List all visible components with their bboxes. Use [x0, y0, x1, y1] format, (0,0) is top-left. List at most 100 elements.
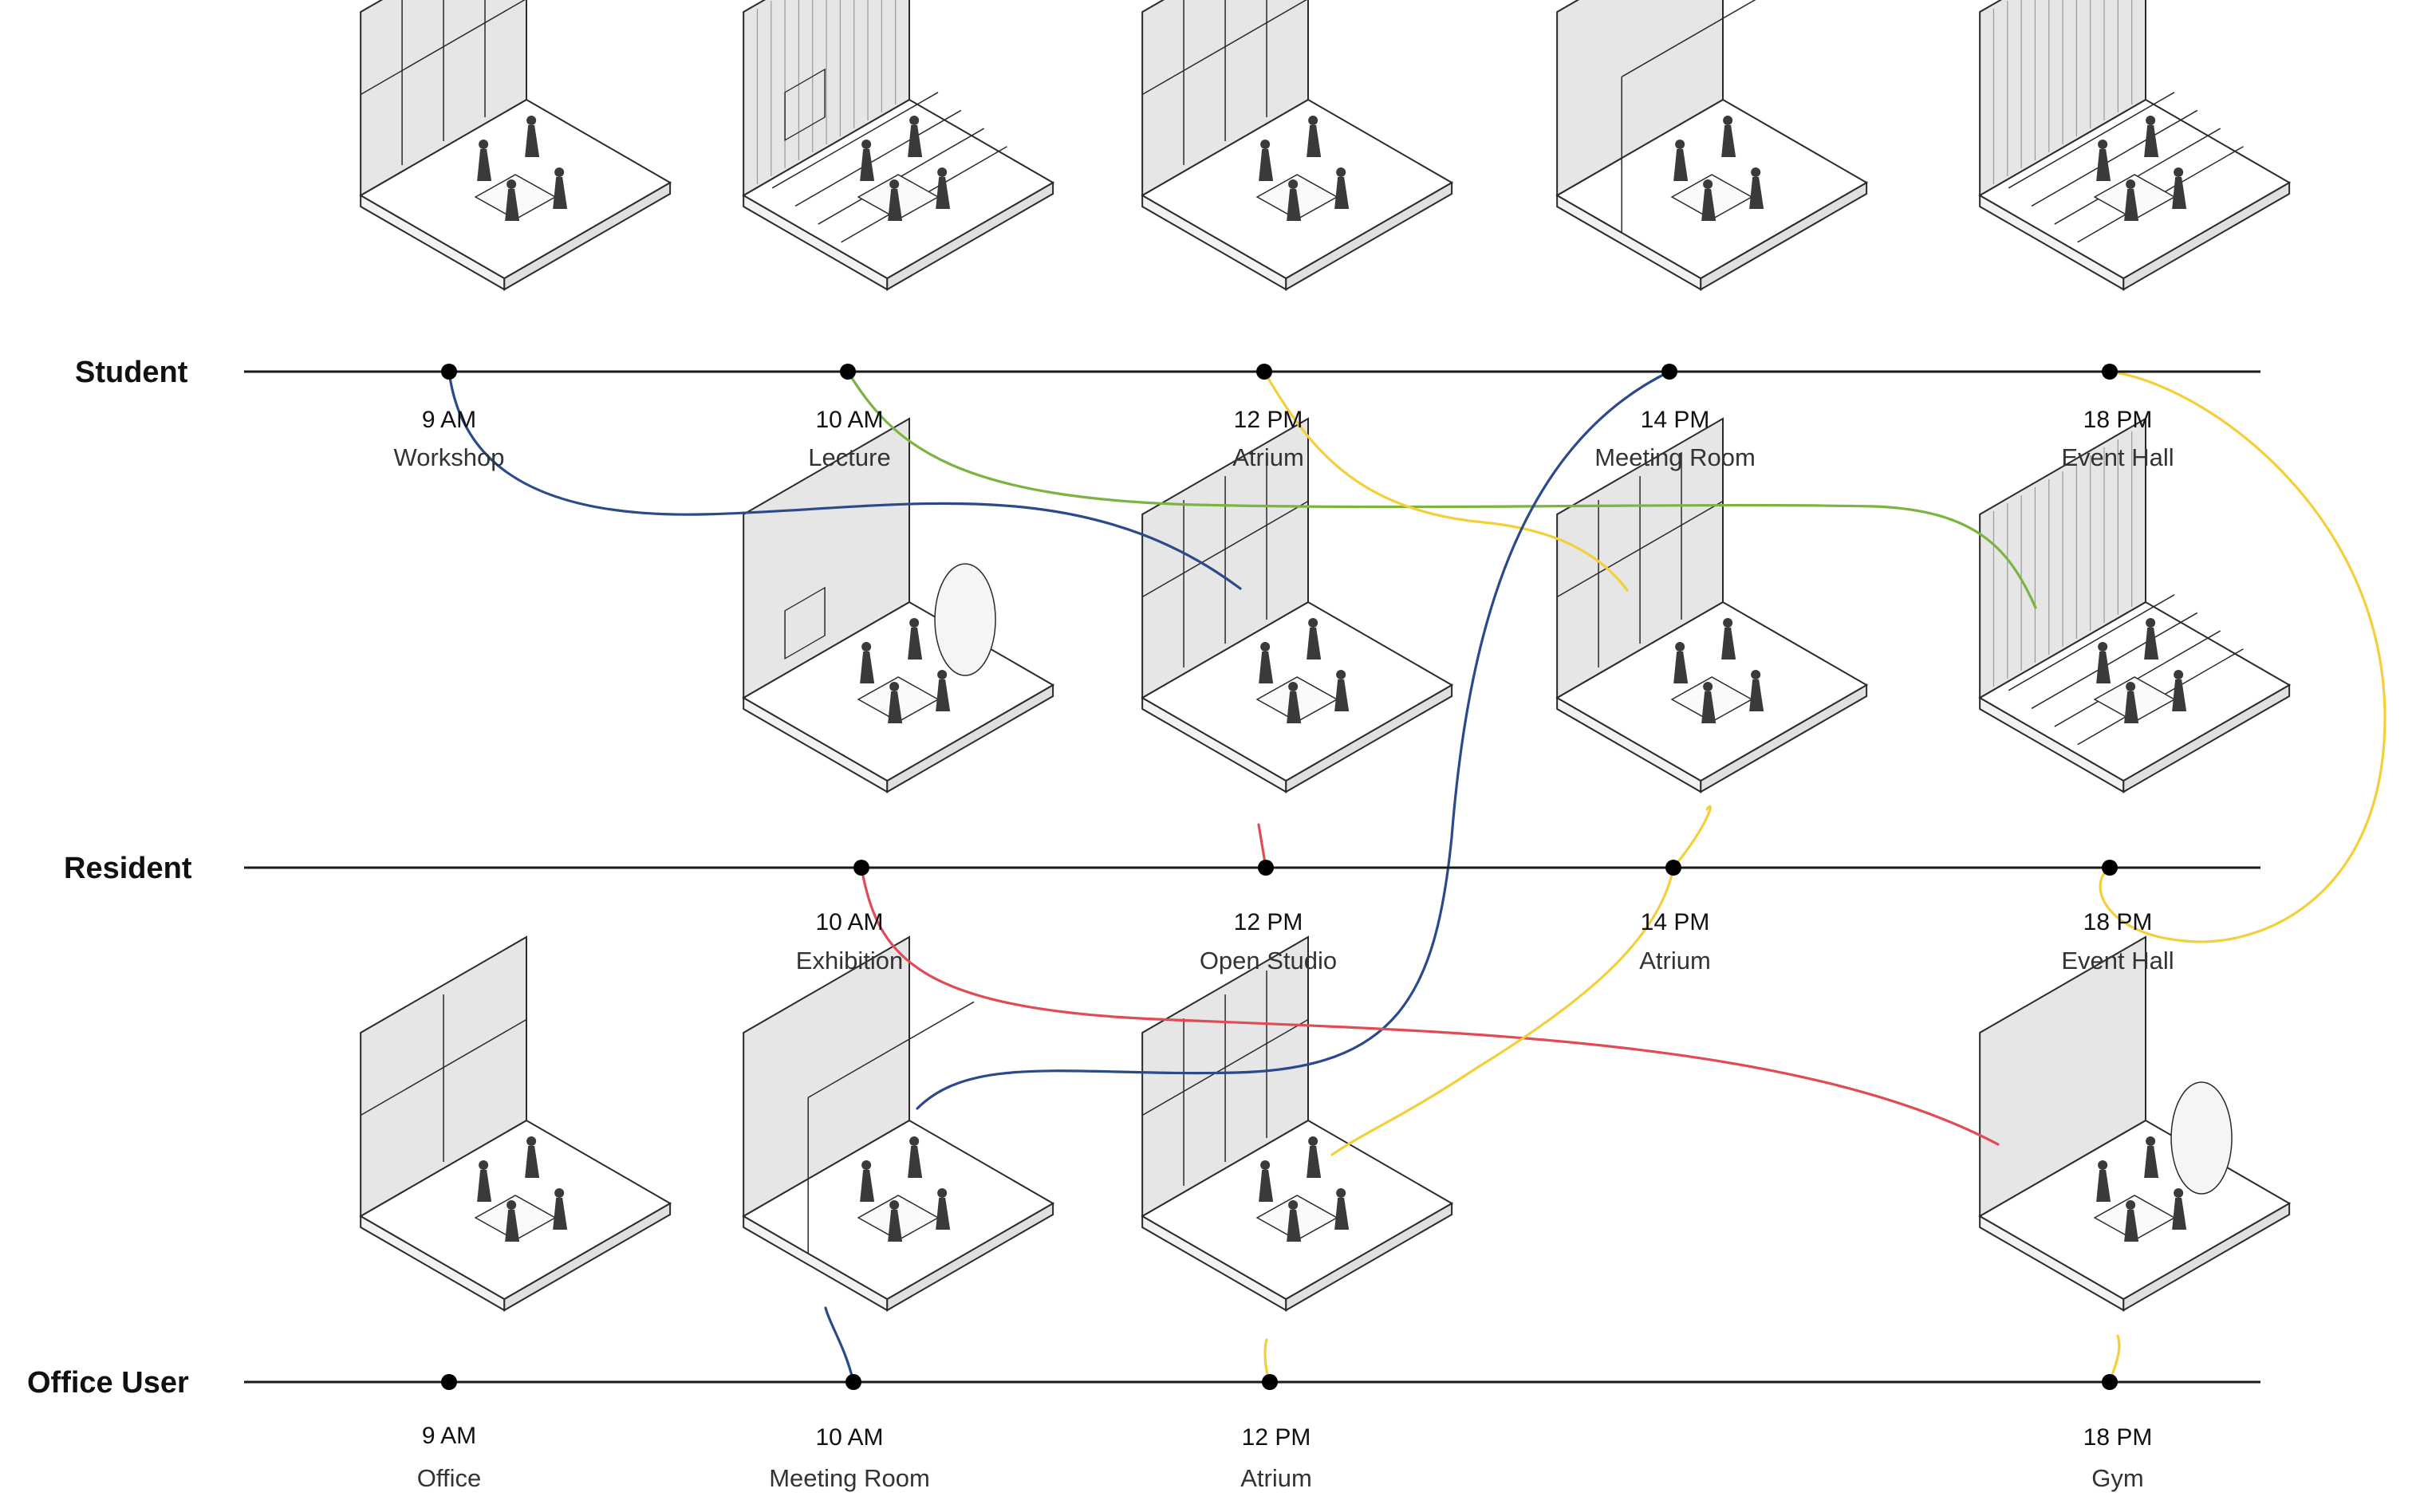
- room-illustrations: [359, 0, 2292, 1312]
- person-figure-icon: [937, 167, 948, 177]
- person-figure-icon: [908, 125, 923, 157]
- isometric-room-illustration: [1978, 935, 2292, 1312]
- person-figure-icon: [1307, 125, 1322, 157]
- stop-time: 9 AM: [421, 407, 477, 433]
- curved-partition: [934, 563, 996, 676]
- stop-time: 14 PM: [1640, 407, 1710, 433]
- person-figure-icon: [479, 140, 489, 149]
- movement-path: [1672, 805, 1712, 869]
- stop-time: 12 PM: [1233, 909, 1303, 935]
- person-figure-icon: [2172, 177, 2187, 209]
- person-figure-icon: [1288, 179, 1299, 189]
- person-figure-icon: [888, 691, 903, 723]
- window-transom: [1141, 500, 1309, 598]
- person-figure-icon: [2126, 682, 2136, 691]
- person-figure-icon: [936, 679, 951, 711]
- person-figure-icon: [1673, 149, 1689, 181]
- person-figure-icon: [1721, 125, 1736, 157]
- person-figure-icon: [525, 125, 540, 157]
- movement-path: [824, 1306, 855, 1384]
- row-label-student: Student: [75, 356, 188, 389]
- person-figure-icon: [1259, 149, 1274, 181]
- person-figure-icon: [1287, 1210, 1302, 1242]
- isometric-room-illustration: [742, 586, 1055, 1312]
- back-wall: [1556, 0, 1724, 197]
- person-figure-icon: [553, 1198, 568, 1230]
- person-figure-icon: [861, 1160, 872, 1170]
- person-figure-icon: [1307, 1146, 1322, 1178]
- person-figure-icon: [505, 189, 520, 221]
- person-figure-icon: [2146, 1136, 2156, 1146]
- timeline-dot: [1665, 860, 1681, 876]
- stair-tier: [2031, 109, 2198, 207]
- isometric-room-illustration: [1141, 935, 1454, 1312]
- wall-frame: [784, 68, 826, 142]
- person-figure-icon: [525, 1146, 540, 1178]
- stop-place: Gym: [2091, 1464, 2144, 1492]
- back-wall: [743, 935, 910, 1218]
- isometric-room-illustration: [359, 0, 672, 291]
- person-figure-icon: [861, 140, 872, 149]
- stair-tier: [2008, 92, 2175, 189]
- person-figure-icon: [1673, 652, 1689, 683]
- person-figure-icon: [1260, 140, 1271, 149]
- curved-partition: [2170, 1081, 2233, 1195]
- person-figure-icon: [2146, 116, 2156, 125]
- person-figure-icon: [1287, 189, 1302, 221]
- isometric-room-illustration: [1978, 0, 2292, 291]
- stop-place: Lecture: [808, 443, 891, 471]
- person-figure-icon: [937, 670, 948, 679]
- movement-path: [1330, 866, 1675, 1156]
- stop-time: 10 AM: [815, 407, 884, 433]
- person-figure-icon: [505, 1210, 520, 1242]
- person-figure-icon: [1675, 140, 1685, 149]
- person-figure-icon: [1287, 691, 1302, 723]
- timeline-dot: [441, 1374, 457, 1390]
- stop-time: 18 PM: [2083, 1424, 2153, 1451]
- stop-time: 12 PM: [1233, 407, 1303, 433]
- person-figure-icon: [477, 149, 492, 181]
- movement-path: [916, 370, 1671, 1110]
- person-figure-icon: [2144, 125, 2159, 157]
- stop-place: Exhibition: [795, 947, 904, 975]
- movement-path: [1263, 370, 1629, 592]
- person-figure-icon: [2172, 1198, 2187, 1230]
- isometric-room-illustration: [1555, 417, 1869, 793]
- movement-paths: [447, 370, 2386, 1384]
- person-figure-icon: [2144, 1146, 2159, 1178]
- person-figure-icon: [1723, 116, 1733, 125]
- timeline-dot: [1256, 364, 1272, 380]
- person-figure-icon: [2098, 1160, 2108, 1170]
- stop-place: Open Studio: [1199, 947, 1338, 975]
- person-figure-icon: [1675, 642, 1685, 652]
- timeline-dot: [2102, 1374, 2118, 1390]
- person-figure-icon: [1307, 628, 1322, 660]
- timeline-dot: [1661, 364, 1677, 380]
- timeline-dot: [1258, 860, 1274, 876]
- person-figure-icon: [889, 179, 900, 189]
- person-figure-icon: [2124, 1210, 2139, 1242]
- person-figure-icon: [1336, 1188, 1346, 1198]
- stair-tier: [2008, 594, 2175, 691]
- person-figure-icon: [506, 1200, 517, 1210]
- person-figure-icon: [526, 1136, 537, 1146]
- window-transom: [360, 1018, 527, 1116]
- person-figure-icon: [2096, 652, 2111, 683]
- stop-time: 14 PM: [1640, 909, 1710, 935]
- person-figure-icon: [2124, 691, 2139, 723]
- person-figure-icon: [2096, 149, 2111, 181]
- person-figure-icon: [1288, 1200, 1299, 1210]
- stop-time: 10 AM: [815, 1424, 884, 1451]
- isometric-room-illustration: [742, 0, 1055, 291]
- movement-path: [846, 370, 2037, 609]
- person-figure-icon: [1721, 628, 1736, 660]
- movement-path: [447, 370, 1242, 590]
- person-figure-icon: [2096, 1170, 2111, 1202]
- stop-place: Atrium: [1639, 947, 1711, 975]
- person-figure-icon: [1334, 679, 1350, 711]
- timeline-dot: [853, 860, 869, 876]
- person-figure-icon: [2124, 189, 2139, 221]
- person-figure-icon: [1749, 679, 1764, 711]
- person-figure-icon: [2144, 628, 2159, 660]
